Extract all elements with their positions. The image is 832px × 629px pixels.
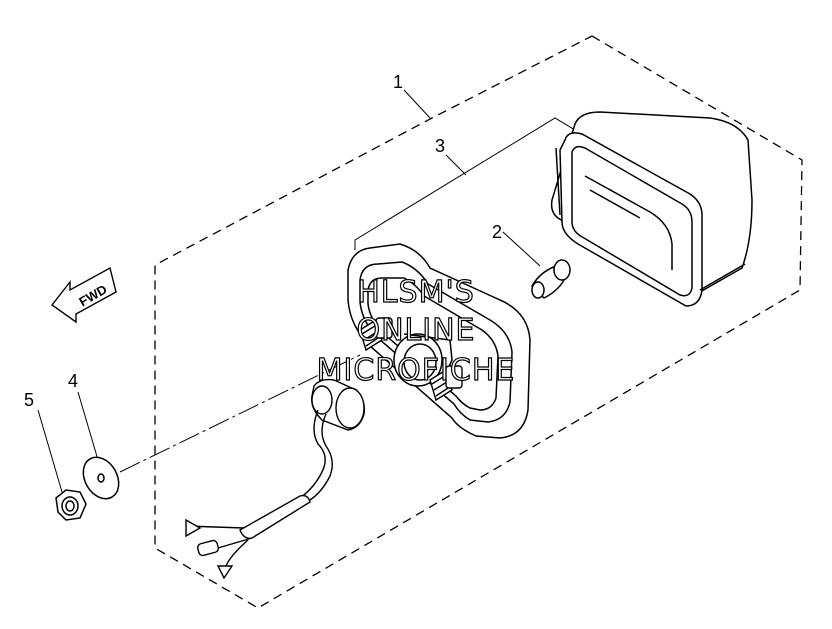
mounting-stud-upper (359, 317, 393, 352)
bulb (531, 259, 571, 299)
fwd-arrow-icon: FWD (50, 266, 117, 324)
callout-part-5: 5 (24, 390, 34, 410)
watermark-line-1: HLSM'S (357, 275, 475, 310)
watermark-line-2: ONLINE (356, 313, 475, 348)
lens-housing (550, 111, 753, 307)
callout-part-1: 1 (393, 72, 403, 92)
callout-part-2: 2 (492, 222, 502, 242)
watermark-line-3: MICROFICHE (317, 353, 516, 388)
watermark: HLSM'S ONLINE MICROFICHE (316, 274, 516, 388)
socket-harness (185, 378, 366, 580)
nut (55, 489, 87, 521)
callout-part-3: 3 (435, 136, 445, 156)
mounting-stud-lower (429, 365, 463, 402)
assembly-boundary (154, 35, 803, 609)
leader-lines (37, 89, 576, 493)
center-axis (119, 354, 361, 473)
washer (82, 456, 120, 500)
callout-part-4: 4 (68, 371, 78, 391)
